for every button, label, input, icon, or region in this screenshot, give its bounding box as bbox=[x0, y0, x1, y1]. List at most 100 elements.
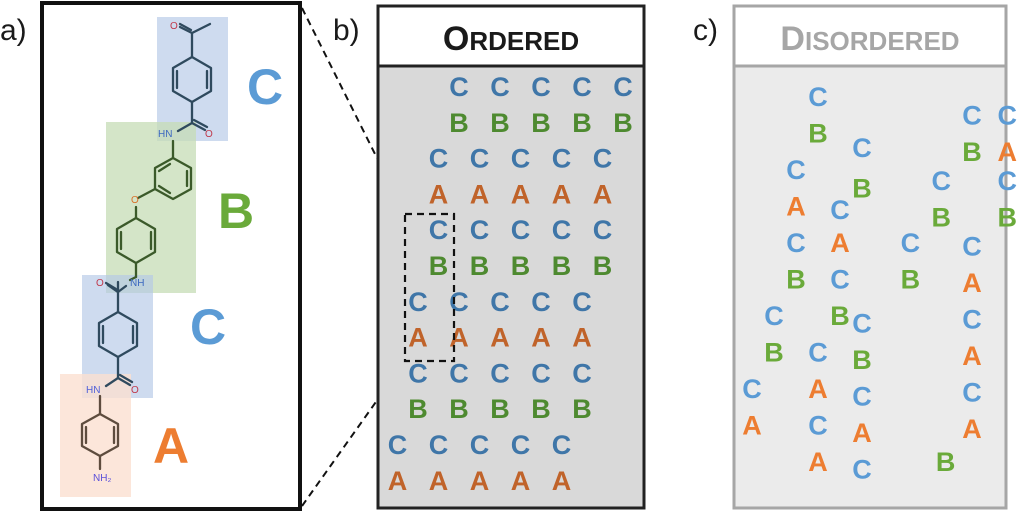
disordered-letter-c: C bbox=[962, 232, 982, 262]
disordered-letter-b: B bbox=[936, 447, 956, 477]
ordered-letter-a: A bbox=[429, 466, 449, 496]
ordered-letter-a: A bbox=[511, 179, 531, 209]
disordered-letter-b: B bbox=[852, 173, 872, 203]
ordered-letter-b: B bbox=[429, 251, 449, 281]
ordered-letter-b: B bbox=[490, 108, 510, 138]
ordered-letter-c: C bbox=[572, 358, 592, 388]
ordered-letter-b: B bbox=[593, 251, 613, 281]
ordered-letter-a: A bbox=[531, 323, 551, 353]
atom-o-1: O bbox=[205, 129, 213, 140]
ordered-letter-c: C bbox=[531, 358, 551, 388]
ordered-letter-b: B bbox=[511, 251, 531, 281]
disordered-letter-c: C bbox=[764, 301, 784, 331]
ordered-letter-b: B bbox=[613, 108, 633, 138]
disordered-letter-c: C bbox=[830, 195, 850, 225]
atom-hn-3: HN bbox=[86, 385, 100, 396]
ordered-letter-a: A bbox=[572, 323, 592, 353]
ordered-letter-c: C bbox=[429, 144, 449, 174]
zoom-line-top bbox=[301, 7, 406, 215]
disordered-letter-c: C bbox=[808, 338, 828, 368]
ordered-letter-a: A bbox=[429, 179, 449, 209]
panel-b-body bbox=[376, 64, 646, 510]
disordered-letter-a: A bbox=[997, 137, 1017, 167]
ordered-letter-c: C bbox=[408, 358, 428, 388]
disordered-letter-b: B bbox=[931, 202, 951, 232]
disordered-letter-c: C bbox=[852, 381, 872, 411]
ordered-letter-c: C bbox=[613, 72, 633, 102]
disordered-letter-c: C bbox=[742, 374, 762, 404]
ordered-letter-c: C bbox=[552, 144, 572, 174]
ordered-letter-a: A bbox=[408, 323, 428, 353]
disordered-letter-c: C bbox=[962, 100, 982, 130]
disordered-letter-b: B bbox=[808, 119, 828, 149]
ordered-letter-c: C bbox=[511, 430, 531, 460]
disordered-letter-c: C bbox=[852, 308, 872, 338]
ordered-letter-a: A bbox=[470, 179, 490, 209]
ordered-letter-a: A bbox=[388, 466, 408, 496]
disordered-letter-b: B bbox=[786, 265, 806, 295]
ordered-letter-a: A bbox=[552, 466, 572, 496]
disordered-letter-b: B bbox=[962, 137, 982, 167]
segment-label-c-top: C bbox=[247, 59, 283, 115]
disordered-letter-c: C bbox=[786, 228, 806, 258]
segment-label-c-lower: C bbox=[190, 299, 226, 355]
panel-c-label: c) bbox=[693, 14, 718, 47]
disordered-letter-a: A bbox=[742, 411, 762, 441]
ordered-letter-b: B bbox=[531, 108, 551, 138]
atom-o-3: O bbox=[131, 385, 139, 396]
disordered-letter-a: A bbox=[808, 374, 828, 404]
ordered-letter-c: C bbox=[429, 430, 449, 460]
ordered-letter-c: C bbox=[572, 72, 592, 102]
segment-label-b: B bbox=[218, 183, 254, 239]
panel-a-label: a) bbox=[0, 14, 27, 47]
ordered-letter-b: B bbox=[531, 394, 551, 424]
ordered-letter-c: C bbox=[572, 287, 592, 317]
atom-hn-1: HN bbox=[158, 129, 172, 140]
disordered-letter-a: A bbox=[786, 192, 806, 222]
ordered-letter-c: C bbox=[449, 72, 469, 102]
ordered-letter-c: C bbox=[449, 287, 469, 317]
disordered-letter-b: B bbox=[764, 338, 784, 368]
disordered-letter-b: B bbox=[997, 202, 1017, 232]
disordered-letter-b: B bbox=[901, 265, 921, 295]
ordered-letter-c: C bbox=[449, 358, 469, 388]
ordered-letter-b: B bbox=[470, 251, 490, 281]
disordered-letter-c: C bbox=[997, 100, 1017, 130]
ordered-letter-b: B bbox=[572, 108, 592, 138]
disordered-letter-c: C bbox=[931, 166, 951, 196]
atom-o-top: O bbox=[170, 21, 178, 32]
ordered-letter-b: B bbox=[449, 108, 469, 138]
disordered-letter-c: C bbox=[830, 265, 850, 295]
ordered-letter-b: B bbox=[572, 394, 592, 424]
ordered-letter-c: C bbox=[388, 430, 408, 460]
ordered-letter-c: C bbox=[490, 287, 510, 317]
ordered-letter-c: C bbox=[552, 430, 572, 460]
zoom-region-box bbox=[403, 212, 456, 363]
ordered-letter-c: C bbox=[470, 144, 490, 174]
ordered-letter-c: C bbox=[490, 358, 510, 388]
segment-label-a: A bbox=[153, 418, 189, 474]
atom-o-ether: O bbox=[131, 195, 139, 206]
panel-b-title: ORDERED bbox=[443, 20, 579, 58]
ordered-letter-c: C bbox=[531, 72, 551, 102]
disordered-letter-c: C bbox=[997, 166, 1017, 196]
disordered-letter-b: B bbox=[830, 301, 850, 331]
panel-c-title: DISORDERED bbox=[780, 20, 959, 58]
ordered-letter-c: C bbox=[470, 430, 490, 460]
disordered-letter-c: C bbox=[962, 305, 982, 335]
disordered-letter-c: C bbox=[808, 411, 828, 441]
atom-nh-2: NH bbox=[130, 278, 144, 289]
disordered-letter-c: C bbox=[808, 82, 828, 112]
ordered-letter-c: C bbox=[408, 287, 428, 317]
ordered-letter-c: C bbox=[429, 215, 449, 245]
disordered-letter-c: C bbox=[786, 155, 806, 185]
disordered-letter-c: C bbox=[852, 454, 872, 484]
atom-nh2: NH₂ bbox=[93, 473, 111, 484]
ordered-letter-c: C bbox=[511, 215, 531, 245]
ordered-letter-a: A bbox=[511, 466, 531, 496]
atom-o-2: O bbox=[96, 278, 104, 289]
ordered-letter-a: A bbox=[593, 179, 613, 209]
